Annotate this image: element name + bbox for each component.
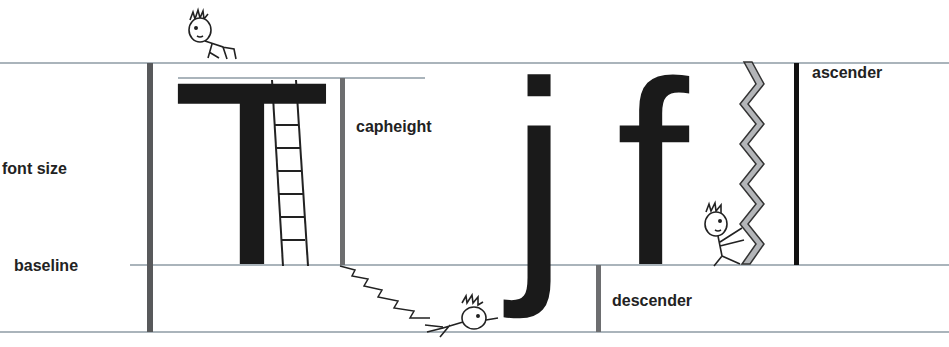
dimension-label: baseline	[14, 257, 78, 275]
top-guide-line	[0, 62, 949, 64]
dimension-label: capheight	[356, 118, 432, 136]
capheight-bar	[340, 78, 345, 265]
font-size-bar	[147, 63, 153, 332]
glyph-letter: f	[616, 43, 689, 305]
bottom-guide-line	[0, 331, 949, 333]
glyph-letter: T	[172, 43, 332, 305]
dimension-label: descender	[612, 292, 692, 310]
glyph-letter: j	[510, 43, 568, 305]
stick-figure-lying	[425, 295, 498, 337]
zigzag-ribbon	[740, 62, 764, 264]
ascender-bar	[794, 63, 799, 265]
dimension-label: ascender	[812, 64, 882, 82]
stick-figure-climbing	[705, 203, 744, 266]
descender-bar	[596, 265, 601, 332]
squiggle-trail	[340, 266, 430, 318]
dimension-label: font size	[2, 160, 67, 178]
